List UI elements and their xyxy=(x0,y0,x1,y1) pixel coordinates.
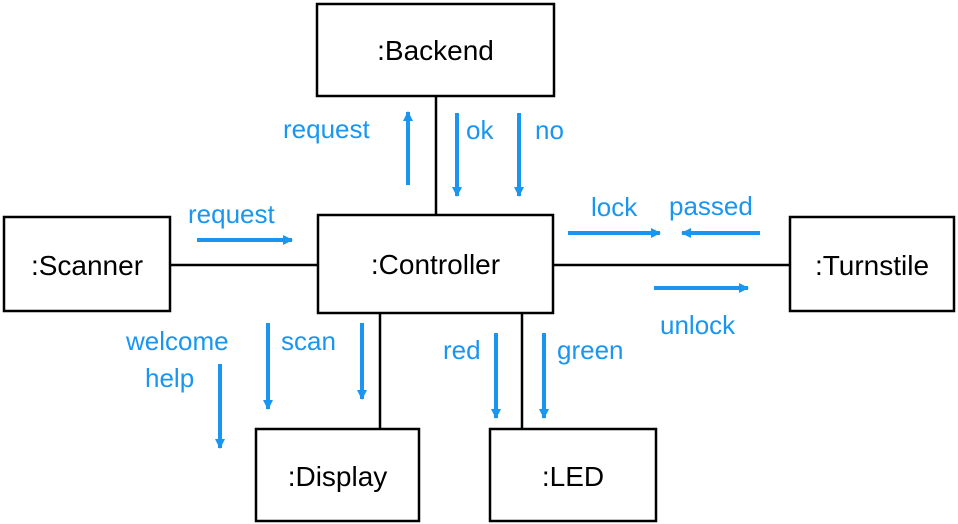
object-display: :Display xyxy=(254,427,421,523)
object-scanner: :Scanner xyxy=(2,215,172,313)
label-red: red xyxy=(443,335,481,365)
label-passed: passed xyxy=(669,191,753,221)
object-backend: :Backend xyxy=(315,2,556,98)
label-scan: scan xyxy=(281,326,336,356)
label-unlock: unlock xyxy=(660,310,736,340)
object-turnstile-box xyxy=(788,215,956,313)
message-labels: request ok no request lock passed unlock… xyxy=(125,114,753,393)
object-display-label: :Display xyxy=(288,461,388,492)
object-turnstile-label: :Turnstile xyxy=(815,250,929,281)
object-controller-label: :Controller xyxy=(371,249,500,280)
label-request-backend: request xyxy=(283,114,370,144)
object-scanner-box xyxy=(2,215,172,313)
label-request-scanner: request xyxy=(188,199,275,229)
object-led-box xyxy=(488,427,658,523)
object-controller: :Controller xyxy=(316,213,555,315)
object-controller-box xyxy=(316,213,555,315)
object-turnstile: :Turnstile xyxy=(788,215,956,313)
label-ok: ok xyxy=(466,115,494,145)
object-scanner-label: :Scanner xyxy=(31,250,143,281)
label-lock: lock xyxy=(591,192,638,222)
label-help: help xyxy=(145,363,194,393)
links xyxy=(170,96,790,429)
label-no: no xyxy=(535,115,564,145)
label-welcome: welcome xyxy=(125,326,229,356)
label-green: green xyxy=(557,335,624,365)
object-backend-box xyxy=(315,2,556,98)
object-display-box xyxy=(254,427,421,523)
object-led: :LED xyxy=(488,427,658,523)
message-arrows xyxy=(197,111,760,449)
object-backend-label: :Backend xyxy=(377,35,494,66)
object-led-label: :LED xyxy=(542,461,604,492)
